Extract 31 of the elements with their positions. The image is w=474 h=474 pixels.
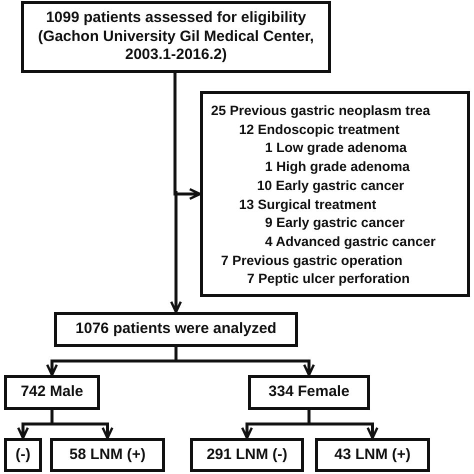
process-box [54, 312, 298, 347]
exclusion-item: 1 Low grade adenoma [265, 139, 407, 156]
exclusion-item: 1 High grade adenoma [265, 158, 410, 176]
process-box [4, 375, 100, 410]
box-text: 1076 patients were analyzed [76, 320, 276, 339]
exclusion-box [200, 91, 470, 297]
exclusion-item: 10 Early gastric cancer [257, 176, 404, 194]
exclusion-item: 9 Early gastric cancer [265, 214, 405, 232]
box-text: 334 Female [268, 383, 350, 402]
arrow [50, 410, 114, 440]
process-box [50, 438, 165, 472]
process-box [4, 438, 42, 472]
arrow [170, 73, 182, 314]
exclusion-item: 7 Peptic ulcer perforation [247, 270, 410, 288]
exclusion-item: 12 Endoscopic treatment [239, 120, 400, 138]
process-box [190, 438, 304, 472]
process-box [315, 438, 430, 472]
box-text: 43 LNM (+) [334, 446, 411, 464]
box-text: 742 Male [20, 383, 84, 402]
arrow [174, 347, 315, 376]
exclusion-item: 13 Surgical treatment [239, 196, 376, 212]
box-text: 291 LNM (-) [206, 446, 288, 464]
exclusion-item: 25 Previous gastric neoplasm trea [211, 102, 430, 119]
box-text: 1099 patients assessed for eligibility (Gachon University Gil Medical Center, 2003.1-2016.2) [37, 8, 315, 66]
arrow [308, 410, 378, 440]
exclusion-item: 7 Previous gastric operation [221, 252, 403, 269]
process-box [21, 1, 331, 73]
box-text: (-) [16, 446, 30, 464]
process-box [248, 375, 370, 410]
box-text: 58 LNM (+) [69, 446, 146, 464]
exclusion-item: 4 Advanced gastric cancer [265, 232, 436, 250]
